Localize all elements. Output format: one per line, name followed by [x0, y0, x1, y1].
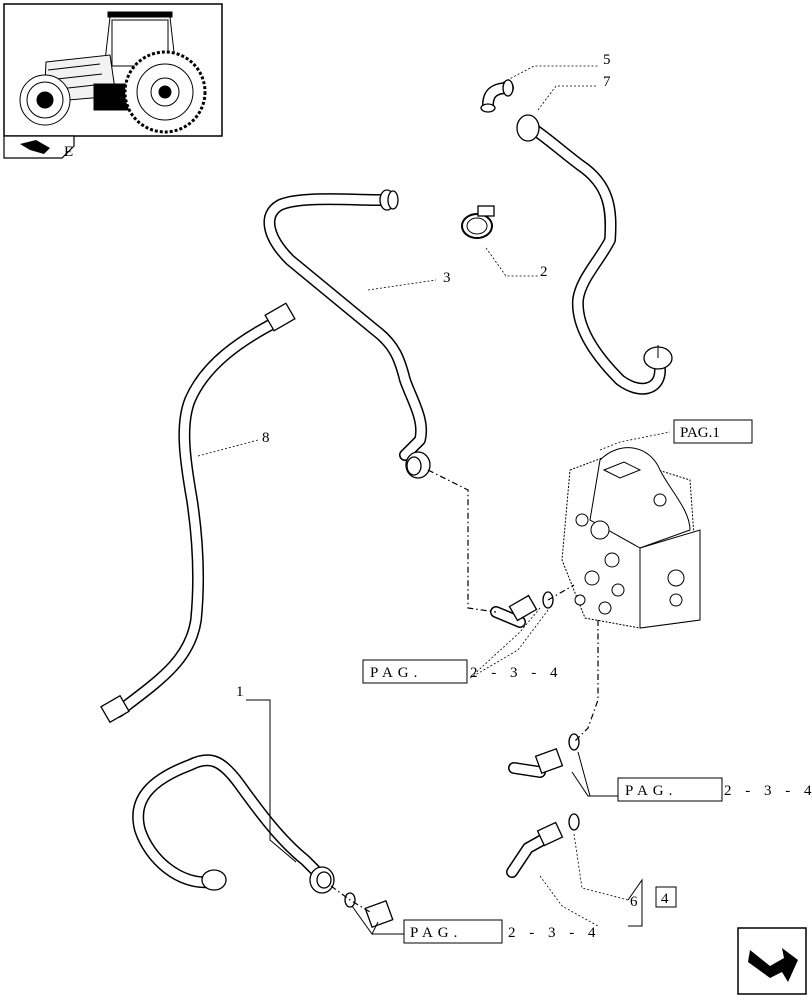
ref-pag-a-pages: 2 - 3 - 4: [470, 665, 563, 681]
ref-pag-b-label: PAG.: [625, 783, 677, 799]
hose-clamp-2: [461, 205, 495, 239]
tractor-thumbnail: [3, 3, 223, 137]
ref-pag-a[interactable]: PAG. 2 - 3 - 4: [362, 659, 563, 684]
label-part-8: 8: [262, 430, 270, 446]
fittings: [344, 591, 580, 928]
label-part-3: 3: [443, 270, 451, 286]
label-part-7: 7: [603, 74, 611, 90]
next-page-arrow-icon: [748, 948, 798, 982]
ref-pag-b[interactable]: PAG. 2 - 3 - 4: [617, 777, 812, 802]
ref-pag-1-label: PAG.1: [680, 425, 720, 441]
pipe-7: [516, 114, 673, 395]
ref-pag-b-pages: 2 - 3 - 4: [724, 783, 812, 799]
next-page-button[interactable]: [737, 927, 807, 995]
part-labels: 5 7 2 3 8 1 6 4: [236, 52, 677, 910]
ref-pag-c[interactable]: PAG. 2 - 3 - 4: [403, 919, 601, 944]
ref-pag-c-pages: 2 - 3 - 4: [508, 925, 601, 941]
ref-pag-a-label: PAG.: [370, 665, 422, 681]
page-references[interactable]: PAG.1 PAG. 2 - 3 - 4 PAG. 2 - 3 - 4 PAG.…: [362, 419, 812, 944]
pipe-8: [100, 302, 296, 724]
ref-pag-c-label: PAG.: [410, 925, 462, 941]
label-part-2: 2: [540, 264, 548, 280]
book-tab-icon: [20, 140, 50, 154]
label-part-4: 4: [661, 891, 669, 907]
pipe-3: [263, 189, 431, 479]
label-part-1: 1: [236, 684, 244, 700]
ref-pag-1[interactable]: PAG.1: [673, 419, 753, 444]
elbow-fitting-5: [480, 79, 514, 113]
tractor-thumbnail-icon: [19, 11, 207, 134]
label-part-6: 6: [630, 894, 638, 910]
control-valve: [561, 447, 701, 629]
label-part-5: 5: [603, 52, 611, 68]
leader-lines: [197, 65, 671, 935]
pipe-1: [132, 754, 335, 894]
book-tab: E: [3, 135, 75, 160]
connection-lines: [330, 469, 599, 913]
book-tab-suffix: E: [64, 144, 73, 160]
